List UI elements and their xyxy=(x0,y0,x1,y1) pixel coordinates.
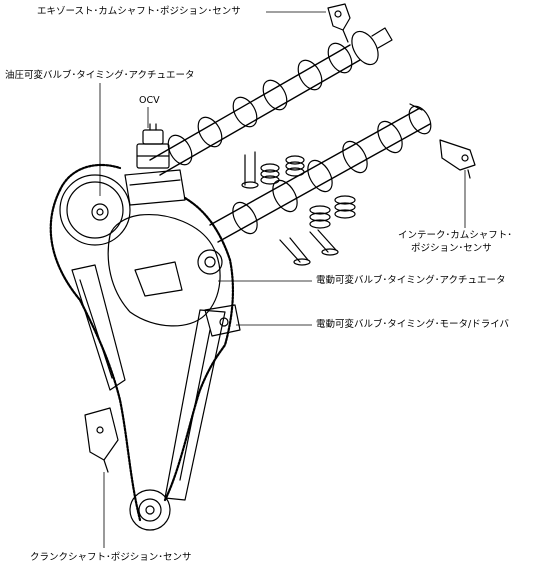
exhaust-camshaft xyxy=(149,27,393,176)
electric-vvt-motor-driver-label: 電動可変バルブ･タイミング･モータ/ドライバ xyxy=(316,319,510,330)
intake-cam-sensor-part xyxy=(439,139,476,179)
ocv-valve xyxy=(136,123,170,169)
intake-camshaft xyxy=(209,103,432,243)
crank-sensor-part xyxy=(84,407,119,473)
timing-cover xyxy=(107,169,223,327)
electric-vvt-actuator-label: 電動可変バルブ･タイミング･アクチュエータ xyxy=(316,275,506,286)
vvt-motor-driver xyxy=(204,304,241,337)
exhaust-cam-sensor-part xyxy=(327,3,351,43)
hydraulic-vvt-actuator-label: 油圧可変バルブ･タイミング･アクチュエータ xyxy=(5,70,195,81)
leader-lines xyxy=(99,11,466,548)
exhaust-cam-sensor-label: エキゾースト･カムシャフト･ポジション･センサ xyxy=(37,6,241,17)
ocv-label: OCV xyxy=(139,95,160,106)
timing-chain xyxy=(49,163,234,522)
chain-guide xyxy=(71,264,226,501)
crank-sensor-label: クランクシャフト･ポジション･センサ xyxy=(30,552,192,563)
hydraulic-vvt-sprocket xyxy=(59,174,131,246)
valve-springs xyxy=(241,151,356,266)
intake-cam-sensor-label-1: インテーク･カムシャフト･ xyxy=(398,230,513,241)
crank-sprocket xyxy=(129,489,171,531)
intake-cam-sensor-label-2: ポジション･センサ xyxy=(411,243,492,254)
